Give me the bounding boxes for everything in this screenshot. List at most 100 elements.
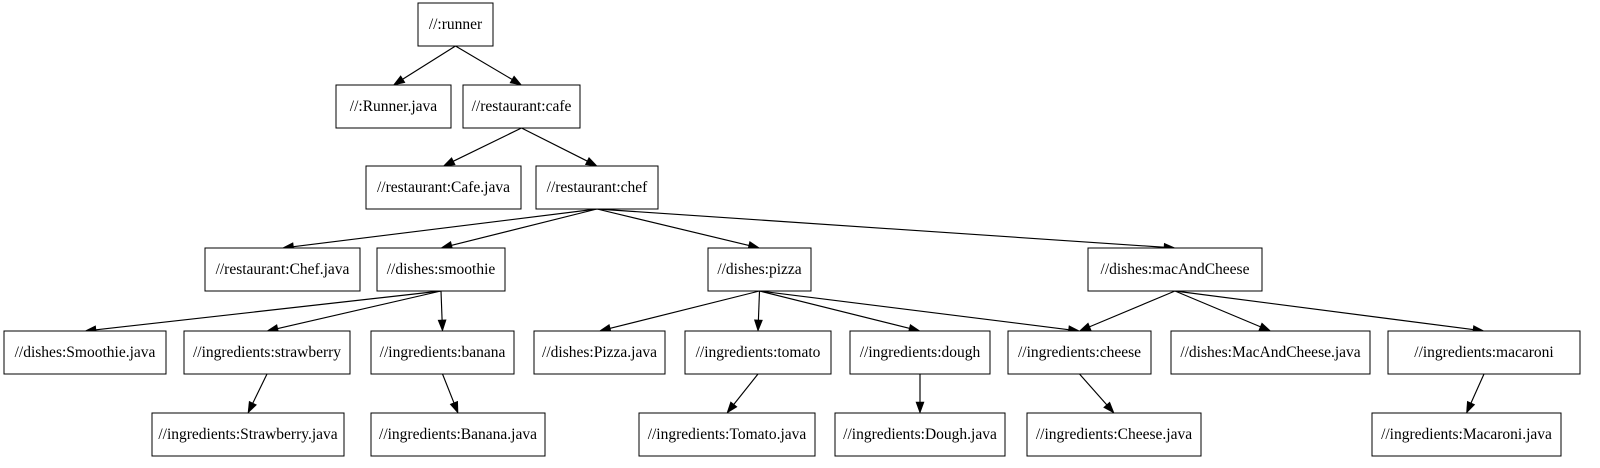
graph-node-dishes_pizza[interactable]: //dishes:pizza bbox=[707, 247, 812, 292]
node-label: //restaurant:Chef.java bbox=[216, 261, 350, 278]
edge-line bbox=[733, 373, 759, 405]
node-box[interactable] bbox=[1007, 330, 1152, 375]
node-label: //ingredients:banana bbox=[380, 344, 506, 361]
arrowhead-icon bbox=[1258, 322, 1272, 332]
edge-line bbox=[1174, 290, 1261, 328]
graph-node-dishes_pizza_java[interactable]: //dishes:Pizza.java bbox=[533, 330, 666, 375]
graph-node-ing_strawberry_java[interactable]: //ingredients:Strawberry.java bbox=[151, 412, 345, 457]
node-box[interactable] bbox=[3, 330, 167, 375]
graph-node-ing_macaroni_java[interactable]: //ingredients:Macaroni.java bbox=[1371, 412, 1562, 457]
graph-node-ing_dough[interactable]: //ingredients:dough bbox=[849, 330, 991, 375]
node-box[interactable] bbox=[365, 165, 522, 210]
graph-node-ing_cheese_java[interactable]: //ingredients:Cheese.java bbox=[1026, 412, 1202, 457]
edge-line bbox=[277, 290, 442, 330]
node-box[interactable] bbox=[370, 330, 515, 375]
node-box[interactable] bbox=[849, 330, 991, 375]
node-box[interactable] bbox=[417, 2, 494, 47]
node-box[interactable] bbox=[370, 412, 546, 457]
node-box[interactable] bbox=[183, 330, 351, 375]
edge-restaurant_cafe-to-restaurant_cafe_java bbox=[442, 127, 522, 167]
edge-line bbox=[610, 290, 760, 329]
graph-node-dishes_smoothie_java[interactable]: //dishes:Smoothie.java bbox=[3, 330, 167, 375]
graph-node-ing_cheese[interactable]: //ingredients:cheese bbox=[1007, 330, 1152, 375]
arrowhead-icon bbox=[449, 400, 459, 414]
edge-line bbox=[402, 45, 456, 80]
graph-node-runner_java[interactable]: //:Runner.java bbox=[335, 84, 452, 129]
node-box[interactable] bbox=[204, 247, 361, 292]
edge-dishes_smoothie-to-dishes_smoothie_java bbox=[84, 290, 442, 335]
node-label: //dishes:macAndCheese bbox=[1101, 261, 1250, 278]
arrowhead-icon bbox=[392, 75, 406, 86]
graph-node-ing_tomato[interactable]: //ingredients:tomato bbox=[684, 330, 832, 375]
graph-node-dishes_macandcheese[interactable]: //dishes:macAndCheese bbox=[1087, 247, 1263, 292]
node-box[interactable] bbox=[684, 330, 832, 375]
edge-line bbox=[596, 208, 749, 246]
node-box[interactable] bbox=[1387, 330, 1581, 375]
node-label: //ingredients:Cheese.java bbox=[1036, 426, 1192, 443]
node-label: //:runner bbox=[429, 16, 483, 33]
edge-ing_cheese-to-ing_cheese_java bbox=[1079, 373, 1115, 414]
edge-line bbox=[596, 208, 1165, 248]
edge-line bbox=[453, 127, 522, 162]
node-box[interactable] bbox=[638, 412, 816, 457]
edge-dishes_macandcheese-to-ing_cheese bbox=[1078, 290, 1176, 332]
node-box[interactable] bbox=[707, 247, 812, 292]
node-label: //ingredients:strawberry bbox=[193, 344, 341, 361]
edge-dishes_pizza-to-ing_dough bbox=[759, 290, 921, 333]
edge-dishes_pizza-to-ing_cheese bbox=[759, 290, 1081, 334]
edge-line bbox=[1079, 373, 1108, 406]
graph-node-ing_strawberry[interactable]: //ingredients:strawberry bbox=[183, 330, 351, 375]
node-box[interactable] bbox=[533, 330, 666, 375]
node-box[interactable] bbox=[535, 165, 659, 210]
graph-node-ing_dough_java[interactable]: //ingredients:Dough.java bbox=[834, 412, 1006, 457]
edge-line bbox=[455, 45, 513, 80]
node-label: //ingredients:cheese bbox=[1018, 344, 1141, 361]
graph-node-restaurant_cafe_java[interactable]: //restaurant:Cafe.java bbox=[365, 165, 522, 210]
edge-line bbox=[1089, 290, 1176, 328]
node-label: //dishes:Smoothie.java bbox=[15, 344, 156, 361]
edge-ing_macaroni-to-ing_macaroni_java bbox=[1466, 373, 1485, 414]
nodes-layer: //:runner //:Runner.java//restaurant:cafe… bbox=[3, 2, 1581, 457]
graph-node-dishes_smoothie[interactable]: //dishes:smoothie bbox=[376, 247, 506, 292]
edge-dishes_smoothie-to-ing_strawberry bbox=[266, 290, 442, 333]
graph-node-restaurant_chef_java[interactable]: //restaurant:Chef.java bbox=[204, 247, 361, 292]
node-box[interactable] bbox=[834, 412, 1006, 457]
edge-ing_tomato-to-ing_tomato_java bbox=[726, 373, 759, 414]
edge-line bbox=[441, 373, 455, 403]
node-box[interactable] bbox=[1170, 330, 1371, 375]
node-box[interactable] bbox=[151, 412, 345, 457]
edges-layer bbox=[84, 45, 1485, 414]
node-box[interactable] bbox=[462, 84, 581, 129]
node-label: //ingredients:Tomato.java bbox=[648, 426, 807, 443]
node-label: //dishes:MacAndCheese.java bbox=[1180, 344, 1360, 361]
graph-node-restaurant_cafe[interactable]: //restaurant:cafe bbox=[462, 84, 581, 129]
arrowhead-icon bbox=[753, 319, 763, 332]
node-box[interactable] bbox=[376, 247, 506, 292]
graph-node-dishes_mac_java[interactable]: //dishes:MacAndCheese.java bbox=[1170, 330, 1371, 375]
node-label: //ingredients:tomato bbox=[696, 344, 821, 361]
graph-node-ing_banana_java[interactable]: //ingredients:Banana.java bbox=[370, 412, 546, 457]
graph-node-ing_macaroni[interactable]: //ingredients:macaroni bbox=[1387, 330, 1581, 375]
graph-node-runner[interactable]: //:runner bbox=[417, 2, 494, 47]
node-box[interactable] bbox=[1087, 247, 1263, 292]
edge-line bbox=[757, 290, 761, 321]
node-label: //restaurant:chef bbox=[547, 179, 649, 196]
arrowhead-icon bbox=[726, 401, 738, 414]
edge-line bbox=[95, 290, 442, 331]
arrowhead-icon bbox=[1078, 322, 1092, 332]
edge-dishes_smoothie-to-ing_banana bbox=[437, 290, 447, 332]
node-label: //ingredients:Banana.java bbox=[379, 426, 537, 443]
edge-runner-to-runner_java bbox=[392, 45, 456, 86]
node-box[interactable] bbox=[1026, 412, 1202, 457]
edge-line bbox=[1470, 373, 1485, 404]
edge-line bbox=[1174, 290, 1474, 331]
node-box[interactable] bbox=[1371, 412, 1562, 457]
node-box[interactable] bbox=[335, 84, 452, 129]
node-label: //ingredients:Dough.java bbox=[843, 426, 997, 443]
graph-node-ing_tomato_java[interactable]: //ingredients:Tomato.java bbox=[638, 412, 816, 457]
graph-node-ing_banana[interactable]: //ingredients:banana bbox=[370, 330, 515, 375]
graph-node-restaurant_chef[interactable]: //restaurant:chef bbox=[535, 165, 659, 210]
edge-line bbox=[759, 290, 1069, 331]
